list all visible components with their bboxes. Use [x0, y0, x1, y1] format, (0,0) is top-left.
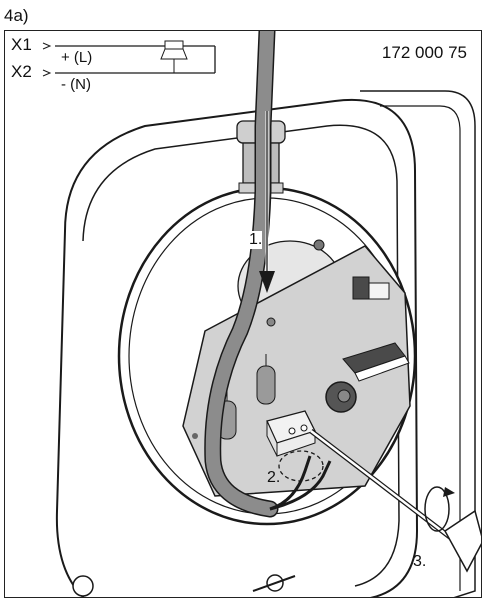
- terminal-x2: X2: [11, 62, 32, 81]
- step-3-label: 3.: [413, 553, 427, 570]
- diagram-frame: X1 X2 + (L) - (N) 172 000 75 1. 2. 3.: [4, 30, 482, 598]
- terminal-x1: X1: [11, 35, 32, 54]
- housing-inner-rim: [82, 124, 400, 587]
- screwdriver-handle: [444, 509, 481, 573]
- circuit-board: [182, 245, 411, 497]
- figure-label: 4a): [4, 6, 29, 25]
- minus-label: - (N): [61, 76, 91, 93]
- part-number: 172 000 75: [381, 43, 467, 62]
- plus-label: + (L): [61, 49, 93, 66]
- step-2-label: 2.: [267, 469, 281, 486]
- relay: [352, 276, 370, 300]
- siren-symbol-icon: [160, 40, 188, 73]
- capacitor-1: [256, 365, 276, 405]
- assembly-illustration: [42, 31, 481, 597]
- step-1-label: 1.: [249, 231, 263, 249]
- back-frame: [360, 90, 476, 597]
- wire-2: [269, 460, 332, 511]
- rotation-arrow: [424, 486, 450, 532]
